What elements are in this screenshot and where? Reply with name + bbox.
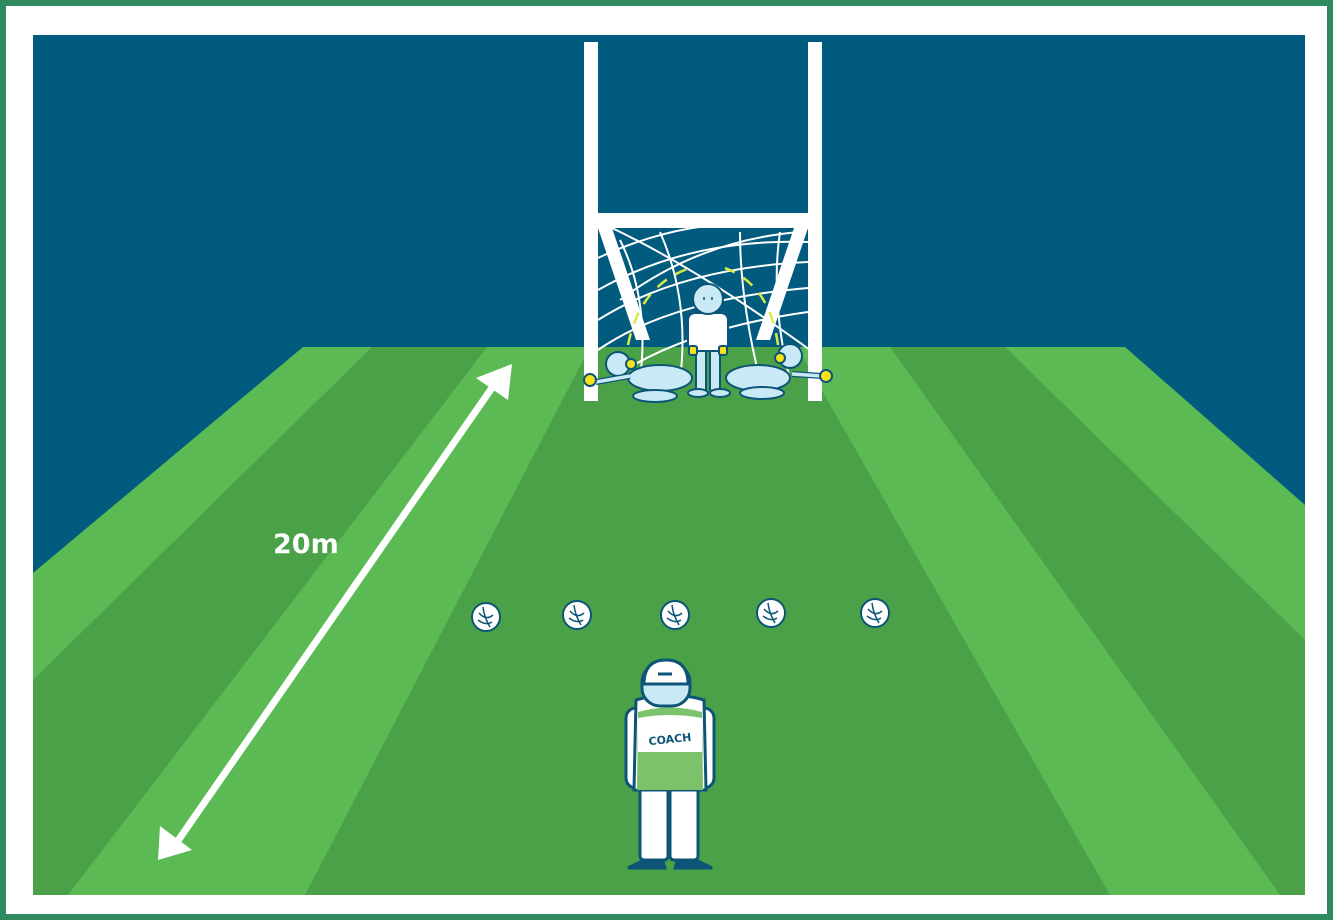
distance-label: 20m [273,529,339,560]
gaelic-football-icon [472,603,500,631]
gaelic-football-icon [757,599,785,627]
gaelic-football-icon [563,601,591,629]
gaelic-football-icon [861,599,889,627]
gaelic-football-icon [661,601,689,629]
field-area: 20m [33,35,1305,895]
